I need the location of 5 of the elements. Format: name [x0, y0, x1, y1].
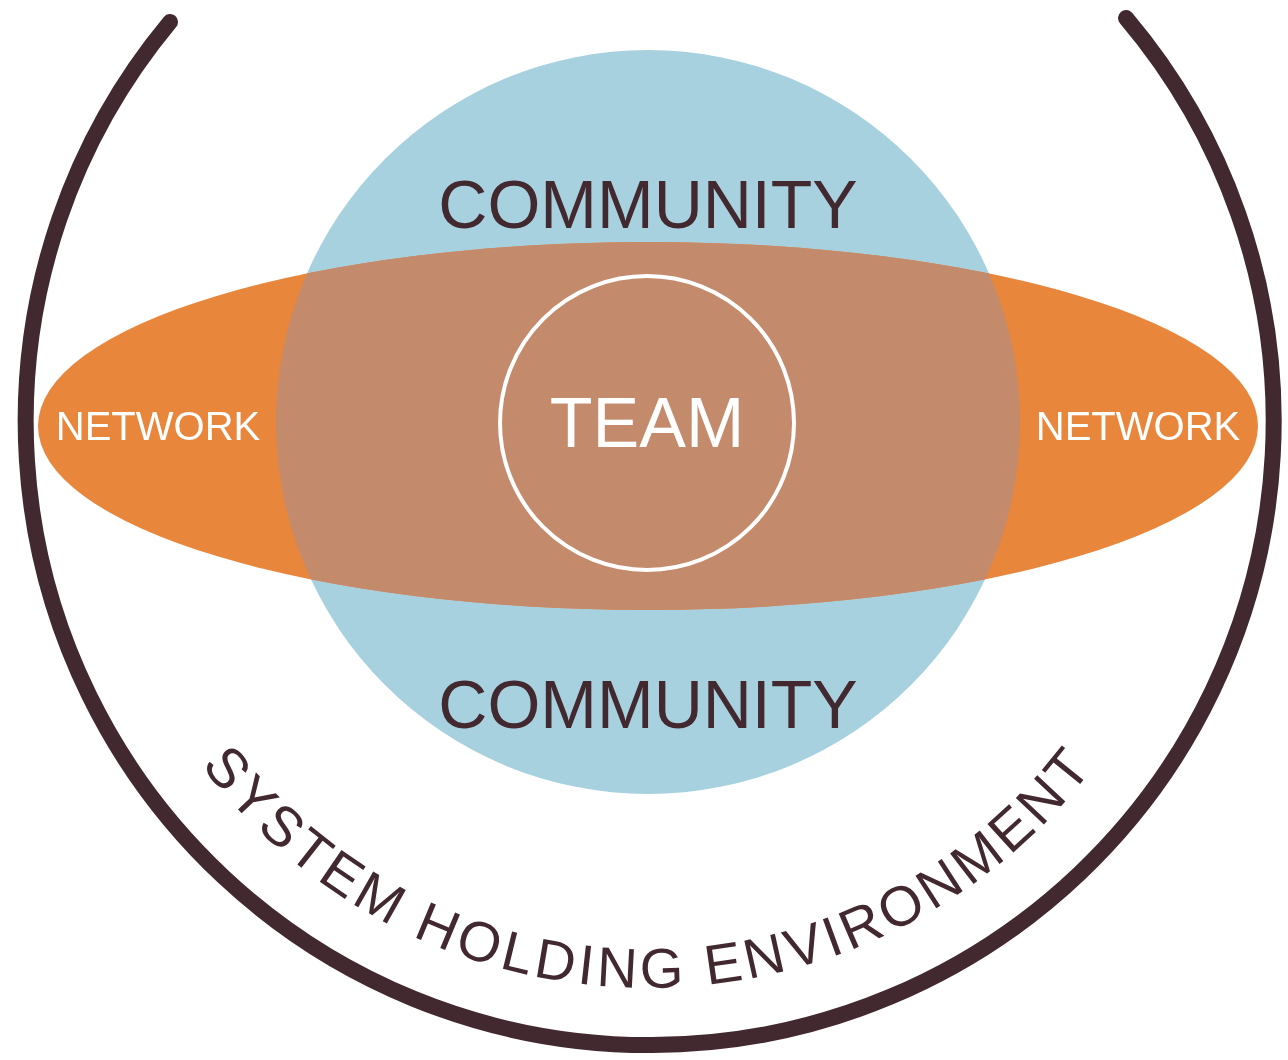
shape-label: NETWORK	[54, 406, 262, 446]
shape-label: COMMUNITY	[437, 670, 859, 738]
shape-label: NETWORK	[1034, 406, 1242, 446]
shape-label: COMMUNITY	[437, 170, 859, 238]
shape-label: TEAM	[548, 388, 746, 458]
